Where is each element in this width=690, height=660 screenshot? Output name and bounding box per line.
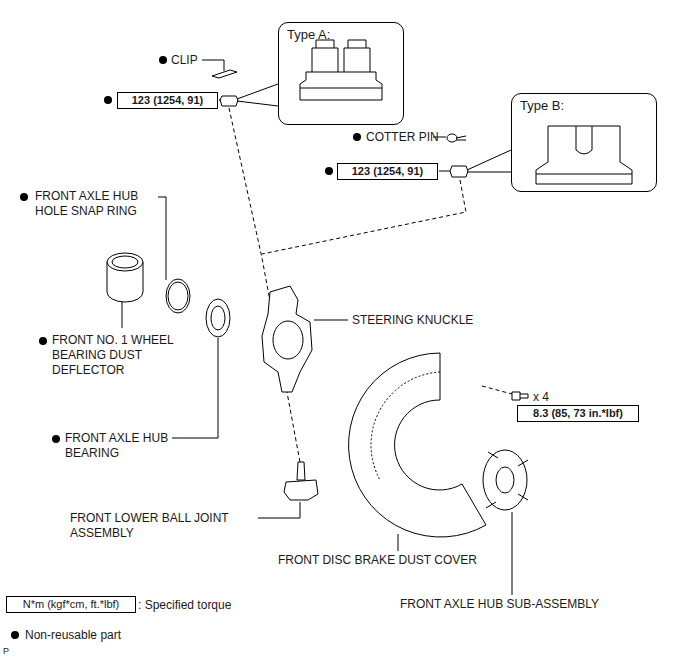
leader-line xyxy=(439,171,450,172)
knuckle-bore xyxy=(273,321,303,359)
callout-line xyxy=(467,150,511,172)
legend-dot xyxy=(11,631,19,639)
non-reusable-dot xyxy=(325,167,333,175)
assembly-line xyxy=(229,108,300,462)
assembly-line xyxy=(262,180,466,254)
nut xyxy=(220,96,238,106)
part-name: CLIP xyxy=(171,53,198,68)
non-reusable-dot xyxy=(39,337,47,345)
leader-line xyxy=(512,512,513,595)
leader-line xyxy=(314,320,348,321)
non-reusable-dot xyxy=(353,133,361,141)
snap-ring xyxy=(168,282,188,310)
part-name: STEERING KNUCKLE xyxy=(352,313,473,328)
callout-line xyxy=(237,84,278,106)
leader-line xyxy=(202,60,224,71)
leader-line xyxy=(172,338,218,438)
leader-line xyxy=(158,197,166,280)
dust-cover-rib xyxy=(371,372,440,480)
assembly-line xyxy=(482,386,512,394)
page-mark: P xyxy=(3,646,9,657)
torque-value: 123 (1254, 91) xyxy=(338,165,437,178)
unit-box: N*m (kgf*cm, ft.*lbf) xyxy=(6,596,136,613)
nut-slot xyxy=(536,126,632,174)
axle-hub xyxy=(483,450,527,510)
torque-value: 123 (1254, 91) xyxy=(118,94,217,107)
type-heading: Type A: xyxy=(287,27,330,43)
bolt xyxy=(512,392,528,400)
dust-cover xyxy=(349,353,486,537)
non-reusable-dot xyxy=(20,193,28,201)
part-name: FRONT AXLE HUB SUB-ASSEMBLY xyxy=(400,597,599,612)
nut xyxy=(450,166,468,177)
part-name: FRONT AXLE HUB HOLE SNAP RING xyxy=(35,189,155,219)
castle-tabs xyxy=(312,48,370,72)
legend-note: : Specified torque xyxy=(138,598,231,613)
quantity: x 4 xyxy=(533,390,549,405)
torque-value: 8.3 (85, 73 in.*lbf) xyxy=(518,407,638,420)
type-box: Type A: xyxy=(278,22,404,125)
non-reusable-dot xyxy=(52,435,60,443)
type-heading: Type B: xyxy=(520,98,564,114)
leader-line xyxy=(398,534,399,551)
hub-bearing xyxy=(206,299,230,337)
part-name: FRONT NO. 1 WHEEL BEARING DUST DEFLECTOR xyxy=(52,333,187,378)
cotter-pin-legs xyxy=(456,136,466,140)
torque-box: 123 (1254, 91) xyxy=(117,92,218,109)
dust-deflector xyxy=(107,253,143,271)
leader-line xyxy=(258,502,300,518)
hub-studs xyxy=(486,452,528,508)
castle-nut xyxy=(300,72,382,100)
slotted-nut xyxy=(536,126,632,184)
leader-line xyxy=(219,100,221,101)
snap-ring xyxy=(166,279,190,313)
dust-deflector xyxy=(112,256,138,268)
part-name: FRONT DISC BRAKE DUST COVER xyxy=(278,553,477,568)
type-box: Type B: xyxy=(511,93,657,192)
castle-detail xyxy=(300,40,382,88)
cotter-pin xyxy=(447,134,457,142)
hub-bearing xyxy=(211,306,225,330)
part-name: COTTER PIN xyxy=(366,130,439,145)
torque-box: 8.3 (85, 73 in.*lbf) xyxy=(517,405,639,422)
torque-box: 123 (1254, 91) xyxy=(337,163,438,180)
part-name: FRONT AXLE HUB BEARING xyxy=(65,431,185,461)
torque-value: N*m (kgf*cm, ft.*lbf) xyxy=(7,598,135,611)
leader-line xyxy=(122,302,123,328)
clip xyxy=(212,70,237,78)
ball-joint xyxy=(284,462,318,500)
non-reusable-dot xyxy=(104,96,112,104)
axle-hub xyxy=(496,467,514,493)
non-reusable-dot xyxy=(159,56,167,64)
part-name: FRONT LOWER BALL JOINT ASSEMBLY xyxy=(70,511,255,541)
steering-knuckle xyxy=(262,286,312,392)
legend-text: Non-reusable part xyxy=(25,628,121,643)
